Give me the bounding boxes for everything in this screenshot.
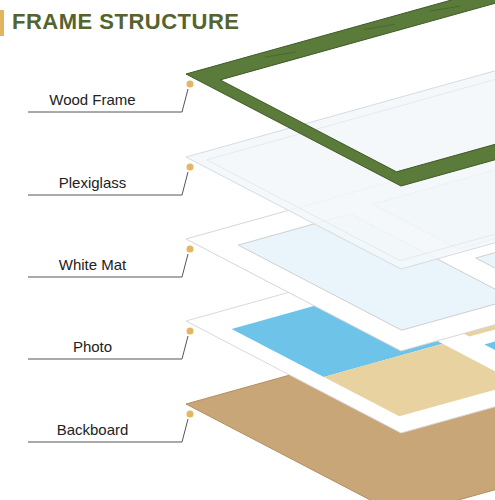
wood-grain [364,24,395,29]
leader-line [28,172,188,195]
leader-line [28,254,188,277]
wood-grain [265,52,296,57]
leader-dot [187,81,194,88]
title-bar [0,10,4,36]
photo-sand [324,344,495,417]
part-label: Photo [30,338,155,355]
part-label: Wood Frame [30,91,155,108]
part-label: White Mat [30,256,155,273]
leader-line [28,336,188,359]
part-label: Backboard [30,421,155,438]
leader-dot [187,411,194,418]
title: FRAME STRUCTURE [12,9,240,35]
part-label: Plexiglass [30,174,155,191]
frame-layers [186,0,495,500]
leader-dot [187,164,194,171]
leader-dot [187,328,194,335]
leader-dots [187,81,194,418]
leader-line [28,419,188,442]
leader-dot [187,246,194,253]
leader-line [28,89,188,112]
leader-lines [28,89,188,442]
wood-grain [430,6,461,11]
